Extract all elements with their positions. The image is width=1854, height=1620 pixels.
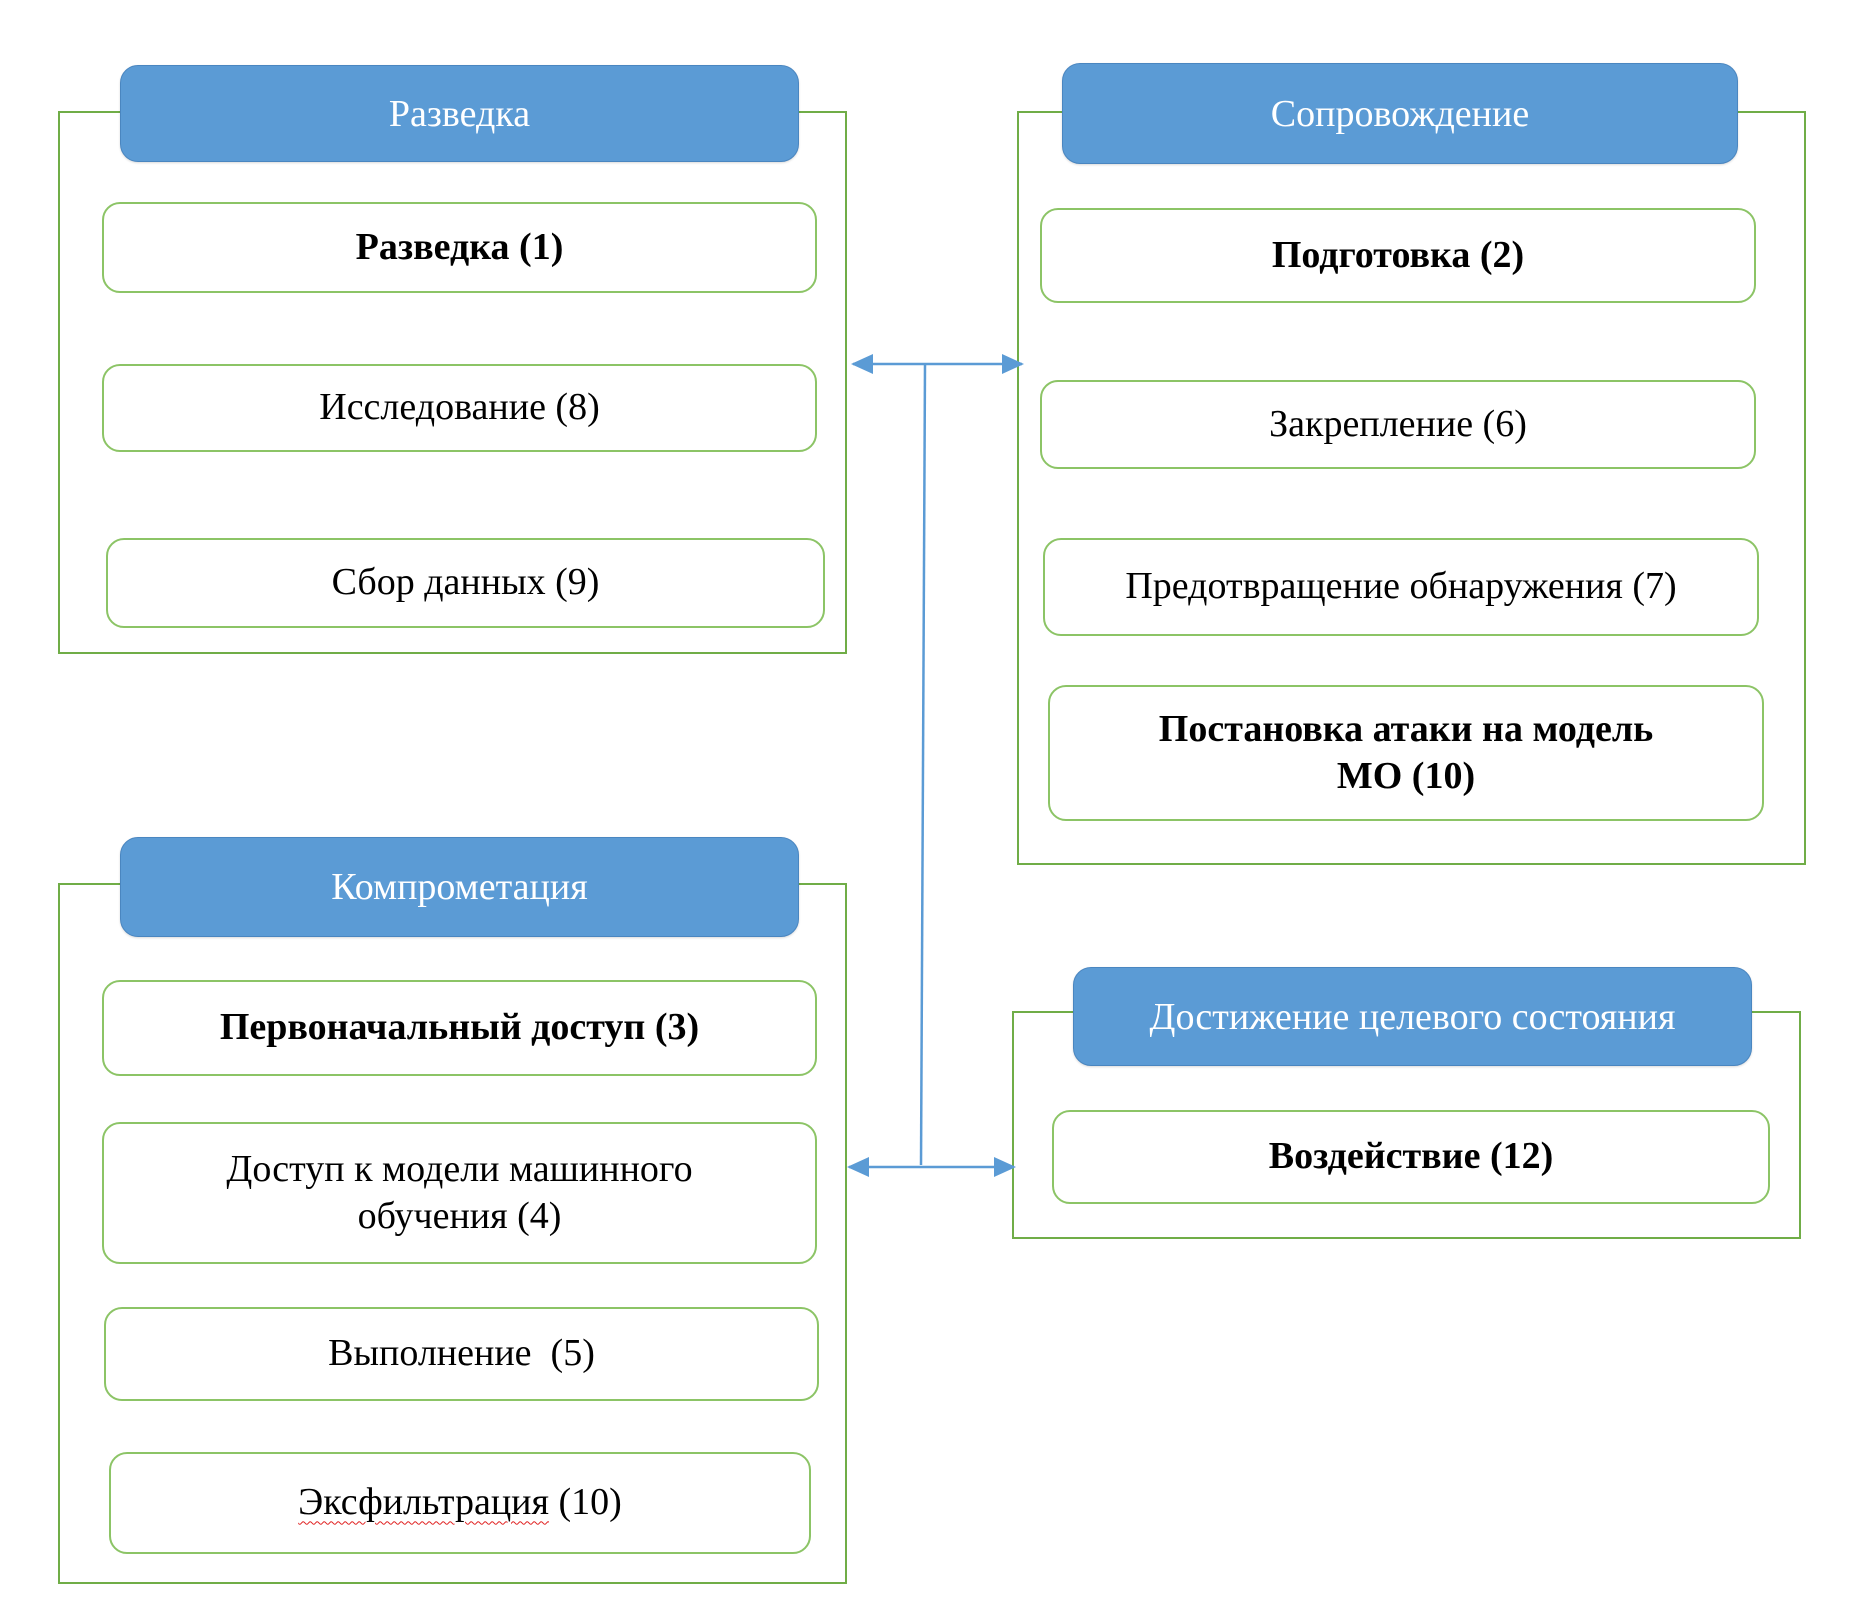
node-ml-model-access-4[interactable]: Доступ к модели машинного обучения (4) (102, 1122, 817, 1264)
node-preparation-2[interactable]: Подготовка (2) (1040, 208, 1756, 303)
group-support-header: Сопровождение (1062, 63, 1738, 164)
node-execution-5[interactable]: Выполнение (5) (104, 1307, 819, 1401)
node-collection-9[interactable]: Сбор данных (9) (106, 538, 825, 628)
group-recon-header: Разведка (120, 65, 799, 162)
node-defense-evasion-7[interactable]: Предотвращение обнаружения (7) (1043, 538, 1759, 636)
node-ml-attack-staging-10[interactable]: Постановка атаки на модель МО (10) (1048, 685, 1764, 821)
group-goal-header: Достижение целевого состояния (1073, 967, 1752, 1066)
exfiltration-label-main: Эксфильтрация (298, 1481, 549, 1524)
node-impact-12[interactable]: Воздействие (12) (1052, 1110, 1770, 1204)
node-discovery-8[interactable]: Исследование (8) (102, 364, 817, 452)
node-initial-access-3[interactable]: Первоначальный доступ (3) (102, 980, 817, 1076)
node-recon-1[interactable]: Разведка (1) (102, 202, 817, 293)
group-compromise-header: Компрометация (120, 837, 799, 937)
node-persistence-6[interactable]: Закрепление (6) (1040, 380, 1756, 469)
connector-trunk (919, 363, 927, 1166)
node-exfiltration-10[interactable]: Эксфильтрация (10) (109, 1452, 811, 1554)
exfiltration-label-suffix: (10) (549, 1481, 622, 1524)
